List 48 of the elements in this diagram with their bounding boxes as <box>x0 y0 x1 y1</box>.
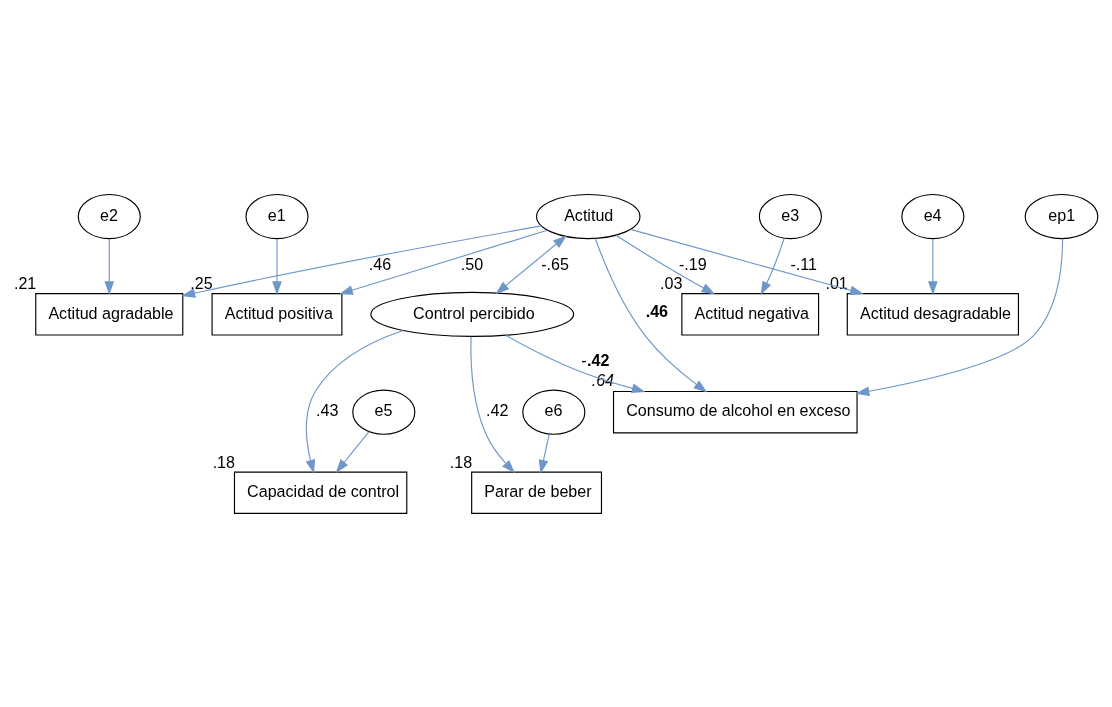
node-label: .18 <box>449 452 473 471</box>
node-label: .21 <box>13 273 37 292</box>
node-ellipse: e6 <box>522 389 586 435</box>
arrow <box>594 237 708 393</box>
edge-label: .43 <box>316 400 339 419</box>
node-box: Consumo de alcohol en exceso <box>612 390 858 433</box>
node-box: Actitud negativa <box>681 292 820 336</box>
node-ellipse: ep1 <box>1024 193 1099 239</box>
node-ellipse: Control percibido <box>370 291 575 337</box>
node-label: .01 <box>825 273 848 292</box>
edge-label: .46 <box>645 301 669 320</box>
node-label: .18 <box>212 452 236 471</box>
arrow <box>855 237 1064 396</box>
node-ellipse: Actitud <box>536 193 641 239</box>
arrow <box>505 334 646 393</box>
edge-label: -.65 <box>541 254 569 273</box>
node-box: Parar de beber <box>471 470 603 514</box>
edge-label: .46 <box>368 254 392 273</box>
node-label: .64 <box>591 370 615 389</box>
edge-label: -.11 <box>790 254 817 273</box>
arrow <box>538 432 550 474</box>
node-ellipse: e2 <box>77 193 141 239</box>
arrow <box>760 237 785 295</box>
node-ellipse: e1 <box>245 193 309 239</box>
edge-label: -.19 <box>679 254 707 273</box>
edge-label: .50 <box>460 254 484 273</box>
edge-label: -.42 <box>581 350 610 369</box>
node-box: Actitud positiva <box>211 292 343 336</box>
node-label: .03 <box>660 273 683 292</box>
node-box: Actitud desagradable <box>846 292 1019 336</box>
arrow <box>615 234 716 294</box>
arrow <box>629 228 864 295</box>
node-box: Capacidad de control <box>233 470 408 514</box>
node-box: Actitud agradable <box>35 292 184 336</box>
node-ellipse: e3 <box>758 193 822 239</box>
node-ellipse: e4 <box>901 193 965 239</box>
arrow <box>339 229 548 295</box>
node-ellipse: e5 <box>352 389 416 435</box>
arrow <box>305 329 404 474</box>
arrow <box>181 224 542 298</box>
arrow <box>470 335 516 473</box>
arrow <box>495 234 567 294</box>
edge-label: .42 <box>486 400 509 419</box>
arrow <box>335 430 370 473</box>
arrow <box>272 237 282 295</box>
arrow <box>104 237 115 295</box>
arrow <box>928 237 938 295</box>
node-label: .25 <box>190 273 213 292</box>
